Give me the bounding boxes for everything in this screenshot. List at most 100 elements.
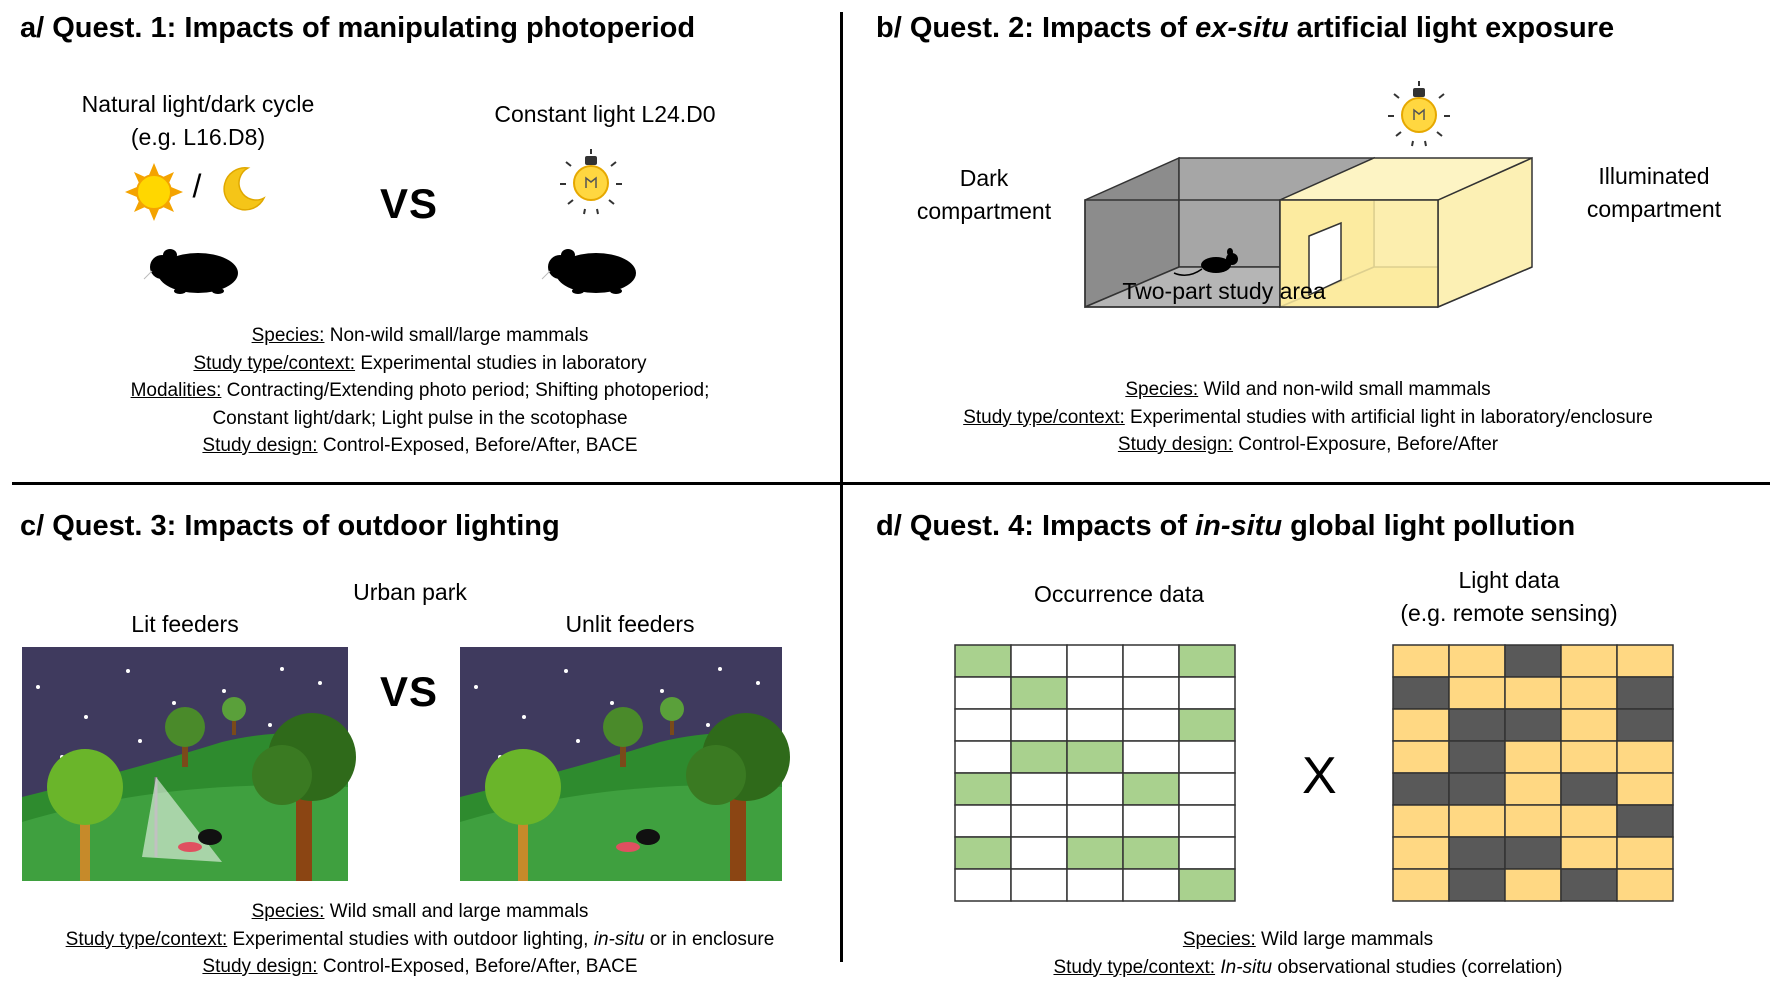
lit-park-scene bbox=[22, 647, 356, 881]
design-key-a: Study design: bbox=[202, 435, 318, 456]
study-row-b: Study type/context: Experimental studies… bbox=[844, 404, 1772, 432]
light-cell bbox=[1504, 772, 1562, 806]
occurrence-grid bbox=[954, 644, 1236, 902]
design-row-b: Study design: Control-Exposure, Before/A… bbox=[844, 431, 1772, 459]
light-cell bbox=[1448, 772, 1506, 806]
study-value-c-em: in-situ bbox=[593, 928, 645, 950]
vs-label-a: VS bbox=[380, 180, 439, 227]
light-cell bbox=[1392, 804, 1450, 838]
occurrence-cell bbox=[1178, 836, 1236, 870]
study-value-b: Experimental studies with artificial lig… bbox=[1124, 406, 1653, 428]
occurrence-cell bbox=[1178, 676, 1236, 710]
unlit-feeders-label: Unlit feeders bbox=[565, 611, 695, 637]
occurrence-cell bbox=[1122, 868, 1180, 902]
modalities-value-a-line2: Constant light/dark; Light pulse in the … bbox=[212, 407, 628, 429]
study-value-d-post: observational studies (correlation) bbox=[1272, 956, 1563, 978]
light-cell bbox=[1560, 868, 1618, 902]
light-cell bbox=[1448, 836, 1506, 870]
slash-separator: / bbox=[192, 168, 202, 204]
occurrence-cell bbox=[954, 804, 1012, 838]
light-data-line2: (e.g. remote sensing) bbox=[1400, 600, 1618, 626]
light-cell bbox=[1560, 804, 1618, 838]
modalities-value-a: Contracting/Extending photo period; Shif… bbox=[221, 380, 710, 401]
occurrence-cell bbox=[954, 644, 1012, 678]
light-cell bbox=[1560, 772, 1618, 806]
study-row-c: Study type/context: Experimental studies… bbox=[0, 926, 840, 954]
light-cell bbox=[1616, 644, 1674, 678]
dark-compartment-label: Dark compartment bbox=[904, 162, 1064, 228]
mouse-silhouette-natural bbox=[143, 249, 238, 294]
study-row-a: Study type/context: Experimental studies… bbox=[0, 350, 840, 378]
occurrence-cell bbox=[954, 868, 1012, 902]
light-cell bbox=[1392, 836, 1450, 870]
occurrence-cell bbox=[954, 836, 1012, 870]
light-cell bbox=[1448, 708, 1506, 742]
light-cell bbox=[1616, 708, 1674, 742]
panel-b-title-pre: b/ Quest. 2: Impacts of bbox=[876, 12, 1196, 44]
species-value-b: Wild and non-wild small mammals bbox=[1198, 379, 1491, 400]
light-cell bbox=[1504, 708, 1562, 742]
panel-c-title: c/ Quest. 3: Impacts of outdoor lighting bbox=[20, 510, 560, 542]
occurrence-cell bbox=[1178, 804, 1236, 838]
mouse-silhouette-constant bbox=[541, 249, 636, 294]
light-cell bbox=[1504, 836, 1562, 870]
natural-cycle-label-line1: Natural light/dark cycle bbox=[81, 91, 315, 117]
two-part-box bbox=[1084, 156, 1533, 309]
light-cell bbox=[1448, 804, 1506, 838]
design-key-b: Study design: bbox=[1117, 434, 1234, 455]
study-value-d-em: In-situ bbox=[1220, 956, 1273, 978]
panel-b-info: Species: Wild and non-wild small mammals… bbox=[844, 376, 1772, 459]
occurrence-cell bbox=[1066, 676, 1124, 710]
light-data-label: Light data (e.g. remote sensing) bbox=[1369, 564, 1649, 630]
moon-icon bbox=[223, 167, 266, 211]
occurrence-cell bbox=[1066, 772, 1124, 806]
constant-light-label: Constant light L24.D0 bbox=[494, 101, 716, 127]
panel-c: c/ Quest. 3: Impacts of outdoor lighting… bbox=[0, 488, 840, 995]
occurrence-cell bbox=[1122, 676, 1180, 710]
species-value-c: Wild small and large mammals bbox=[324, 901, 589, 922]
light-cell bbox=[1392, 676, 1450, 710]
urban-park-label: Urban park bbox=[353, 579, 467, 605]
occurrence-cell bbox=[1178, 740, 1236, 774]
occurrence-cell bbox=[1066, 740, 1124, 774]
illuminated-compartment-line1: Illuminated bbox=[1598, 163, 1710, 189]
study-key-d: Study type/context: bbox=[1053, 956, 1216, 978]
occurrence-cell bbox=[1066, 804, 1124, 838]
light-data-line1: Light data bbox=[1458, 567, 1560, 593]
design-value-c: Control-Exposed, Before/After, BACE bbox=[317, 956, 638, 977]
study-key-c: Study type/context: bbox=[65, 928, 228, 950]
modalities-row-a: Modalities: Contracting/Extending photo … bbox=[0, 377, 840, 405]
lightbulb-icon bbox=[560, 149, 622, 215]
light-cell bbox=[1560, 676, 1618, 710]
species-row-d: Species: Wild large mammals bbox=[844, 926, 1772, 954]
unlit-park-scene bbox=[460, 647, 790, 881]
species-row-b: Species: Wild and non-wild small mammals bbox=[844, 376, 1772, 404]
study-key-a: Study type/context: bbox=[193, 352, 356, 374]
light-cell bbox=[1392, 740, 1450, 774]
light-cell bbox=[1504, 868, 1562, 902]
occurrence-cell bbox=[1122, 804, 1180, 838]
study-value-c-pre: Experimental studies with outdoor lighti… bbox=[227, 928, 594, 950]
panel-d: d/ Quest. 4: Impacts of in-situ global l… bbox=[844, 488, 1772, 995]
panel-b-title-em: ex-situ bbox=[1195, 12, 1289, 44]
design-row-c: Study design: Control-Exposed, Before/Af… bbox=[0, 953, 840, 981]
light-cell bbox=[1616, 804, 1674, 838]
occurrence-cell bbox=[1066, 868, 1124, 902]
occurrence-cell bbox=[1066, 644, 1124, 678]
occurrence-cell bbox=[1122, 708, 1180, 742]
light-cell bbox=[1448, 740, 1506, 774]
study-value-c-post: or in enclosure bbox=[644, 928, 775, 950]
panel-a-info: Species: Non-wild small/large mammals St… bbox=[0, 322, 840, 460]
lightbulb-icon-b bbox=[1388, 81, 1450, 147]
light-cell bbox=[1504, 804, 1562, 838]
light-cell bbox=[1560, 836, 1618, 870]
light-cell bbox=[1448, 644, 1506, 678]
occurrence-cell bbox=[1010, 772, 1068, 806]
light-cell bbox=[1448, 676, 1506, 710]
vs-label-c: VS bbox=[380, 668, 439, 715]
panel-d-title-pre: d/ Quest. 4: Impacts of bbox=[876, 510, 1196, 542]
panel-a: a/ Quest. 1: Impacts of manipulating pho… bbox=[0, 0, 840, 484]
occurrence-cell bbox=[1010, 708, 1068, 742]
light-cell bbox=[1392, 708, 1450, 742]
occurrence-cell bbox=[1178, 644, 1236, 678]
